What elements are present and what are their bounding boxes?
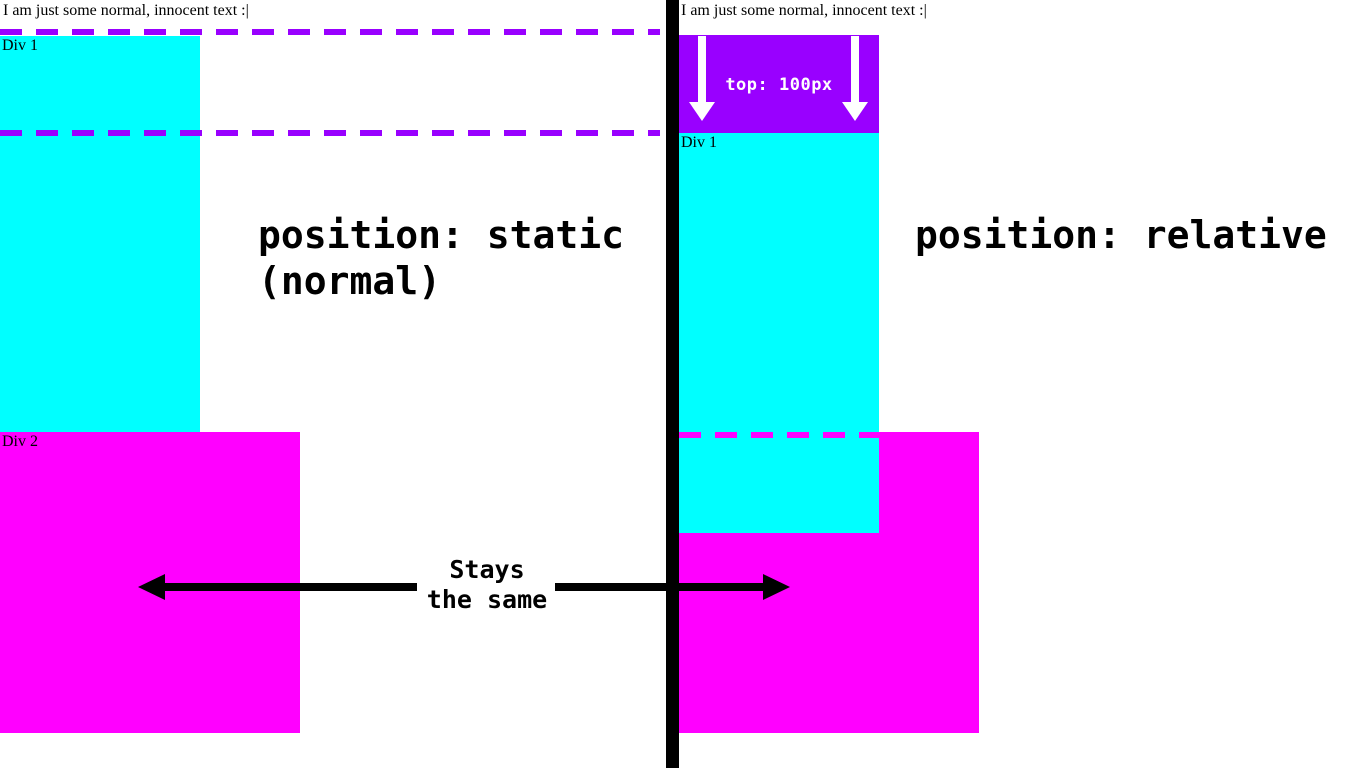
right-panel-title: position: relative — [915, 212, 1327, 258]
stays-the-same-caption: Stays the same — [407, 555, 567, 615]
stays-caption-line1: Stays — [449, 555, 525, 584]
right-title-line1: position: relative — [915, 213, 1327, 257]
offset-value-label: top: 100px — [725, 75, 833, 95]
left-arrow-shaft — [163, 583, 417, 591]
left-div2-label: Div 2 — [2, 433, 38, 450]
left-guide-line-original — [0, 29, 660, 35]
right-div1: Div 1 — [679, 133, 879, 533]
stays-caption-line2: the same — [426, 585, 548, 614]
left-arrow-icon — [138, 574, 165, 600]
left-div1-label: Div 1 — [2, 37, 38, 54]
left-title-line1: position: static — [258, 213, 625, 257]
offset-down-arrow-right-head — [842, 102, 868, 121]
right-body-text: I am just some normal, innocent text :| — [681, 2, 927, 19]
panel-divider — [666, 0, 679, 768]
offset-down-arrow-left-shaft — [698, 36, 706, 102]
left-guide-line-offset — [0, 130, 660, 136]
offset-down-arrow-left-head — [689, 102, 715, 121]
left-body-text: I am just some normal, innocent text :| — [3, 2, 249, 19]
right-div2-hidden-edge-guide — [679, 432, 879, 438]
offset-down-arrow-right-shaft — [851, 36, 859, 102]
left-div1: Div 1 — [0, 36, 200, 432]
left-title-line2: (normal) — [258, 259, 442, 303]
right-arrow-icon — [763, 574, 790, 600]
left-panel-title: position: static (normal) — [258, 212, 624, 304]
right-arrow-shaft — [555, 583, 763, 591]
right-div1-label: Div 1 — [681, 134, 717, 151]
top-offset-box: top: 100px — [679, 35, 879, 133]
